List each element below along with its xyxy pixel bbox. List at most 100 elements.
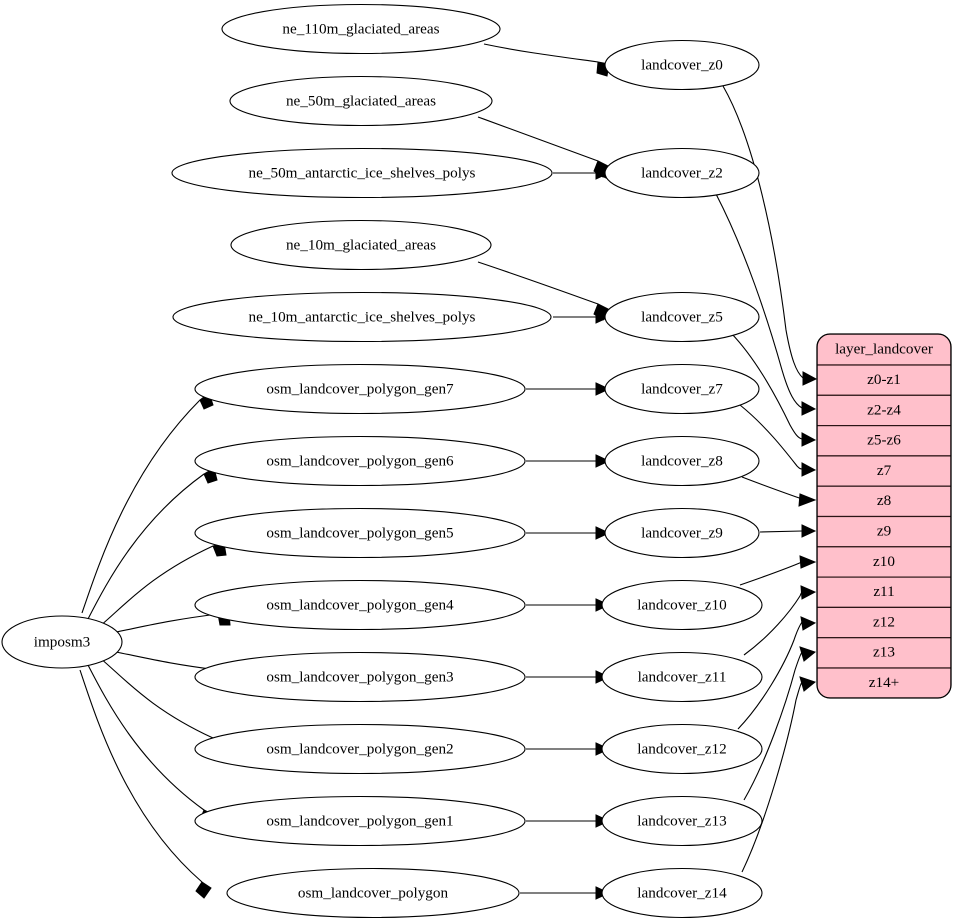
edge-imposm3-to-polygon bbox=[79, 669, 203, 883]
node-landcover_z12[interactable]: landcover_z12 bbox=[601, 723, 763, 775]
table-row-cell-10[interactable] bbox=[817, 667, 951, 698]
node-label: ne_10m_antarctic_ice_shelves_polys bbox=[249, 308, 476, 325]
node-shape[interactable] bbox=[194, 435, 526, 487]
edge-z13-to-row-z13 bbox=[743, 651, 803, 801]
node-ne_50m_antarctic_ice_shelves_polys[interactable]: ne_50m_antarctic_ice_shelves_polys bbox=[171, 147, 553, 199]
node-landcover_z14[interactable]: landcover_z14 bbox=[601, 867, 763, 919]
node-osm_landcover_polygon_gen4[interactable]: osm_landcover_polygon_gen4 bbox=[194, 579, 526, 631]
arrowhead-imposm3-polygon bbox=[195, 881, 212, 899]
node-osm_landcover_polygon_gen2[interactable]: osm_landcover_polygon_gen2 bbox=[194, 723, 526, 775]
edges-osm-to-landcover bbox=[520, 382, 611, 900]
arrowhead-z8-row4 bbox=[798, 493, 817, 507]
node-landcover_z2[interactable]: landcover_z2 bbox=[604, 147, 760, 199]
node-osm_landcover_polygon_gen1[interactable]: osm_landcover_polygon_gen1 bbox=[194, 795, 526, 847]
table-row-label-0: z0-z1 bbox=[867, 371, 901, 388]
table-row-cell-9[interactable] bbox=[817, 637, 951, 669]
node-shape[interactable] bbox=[604, 363, 760, 415]
node-imposm3[interactable]: imposm3 bbox=[1, 615, 123, 669]
edge-z2-to-row-z2z4 bbox=[715, 193, 803, 409]
node-landcover_z8[interactable]: landcover_z8 bbox=[604, 435, 760, 487]
node-landcover_z5[interactable]: landcover_z5 bbox=[604, 291, 760, 343]
node-landcover_z9[interactable]: landcover_z9 bbox=[604, 507, 760, 559]
node-shape[interactable] bbox=[194, 363, 526, 415]
table-row-cell-4[interactable] bbox=[817, 485, 951, 518]
edge-z7-to-row-z7 bbox=[739, 404, 803, 470]
table-row-cell-7[interactable] bbox=[817, 576, 951, 608]
table-row-label-4: z8 bbox=[877, 492, 892, 509]
arrowhead-ne10m-antarctic-z5 bbox=[595, 310, 611, 324]
node-shape[interactable] bbox=[229, 75, 493, 127]
arrowhead-z14-row10 bbox=[799, 676, 817, 692]
node-shape[interactable] bbox=[601, 867, 763, 919]
arrowhead-gen6-z8 bbox=[595, 454, 611, 468]
node-label: imposm3 bbox=[34, 633, 91, 650]
node-landcover_z0[interactable]: landcover_z0 bbox=[604, 39, 760, 91]
node-osm_landcover_polygon_gen6[interactable]: osm_landcover_polygon_gen6 bbox=[194, 435, 526, 487]
table-row-label-10: z14+ bbox=[869, 674, 900, 691]
node-shape[interactable] bbox=[604, 435, 760, 487]
node-label: landcover_z7 bbox=[641, 380, 723, 397]
node-ne_10m_antarctic_ice_shelves_polys[interactable]: ne_10m_antarctic_ice_shelves_polys bbox=[172, 291, 552, 343]
node-shape[interactable] bbox=[604, 147, 760, 199]
node-shape[interactable] bbox=[604, 291, 760, 343]
node-shape[interactable] bbox=[1, 615, 123, 669]
edge-imposm3-to-gen5 bbox=[99, 545, 214, 627]
arrowhead-z7-row3 bbox=[801, 462, 817, 477]
node-label: ne_10m_glaciated_areas bbox=[286, 236, 436, 253]
node-shape[interactable] bbox=[194, 507, 526, 559]
edge-z14-to-row-z14 bbox=[741, 681, 803, 873]
table-row-cell-2[interactable] bbox=[817, 425, 951, 457]
edges-landcover-to-table bbox=[715, 85, 818, 873]
node-label: landcover_z13 bbox=[637, 812, 726, 829]
table-row-cell-5[interactable] bbox=[817, 515, 951, 548]
node-shape[interactable] bbox=[601, 795, 763, 847]
layer-landcover-table[interactable]: layer_landcover z0-z1 z2-z4 z5-z6 z7 z8 … bbox=[816, 333, 952, 699]
arrowhead-gen5-z9 bbox=[595, 526, 611, 540]
table-row-label-5: z9 bbox=[877, 522, 891, 539]
node-osm_landcover_polygon_gen5[interactable]: osm_landcover_polygon_gen5 bbox=[194, 507, 526, 559]
node-shape[interactable] bbox=[194, 723, 526, 775]
node-shape[interactable] bbox=[172, 291, 552, 343]
arrowhead-z11-row7 bbox=[800, 585, 817, 600]
node-shape[interactable] bbox=[601, 579, 763, 631]
edge-z12-to-row-z12 bbox=[737, 621, 803, 730]
arrowhead-z13-row9 bbox=[799, 646, 817, 662]
node-osm_landcover_polygon_gen7[interactable]: osm_landcover_polygon_gen7 bbox=[194, 363, 526, 415]
table-row-cell-1[interactable] bbox=[817, 394, 951, 427]
arrowhead-z2-row1 bbox=[801, 401, 817, 416]
node-shape[interactable] bbox=[226, 867, 520, 919]
node-ne_10m_glaciated_areas[interactable]: ne_10m_glaciated_areas bbox=[230, 219, 492, 271]
node-shape[interactable] bbox=[230, 219, 492, 271]
node-shape[interactable] bbox=[604, 39, 760, 91]
node-label: osm_landcover_polygon_gen2 bbox=[266, 740, 453, 757]
node-label: landcover_z2 bbox=[641, 164, 723, 181]
table-row-label-2: z5-z6 bbox=[867, 432, 901, 449]
node-osm_landcover_polygon_gen3[interactable]: osm_landcover_polygon_gen3 bbox=[194, 651, 526, 703]
node-landcover_z10[interactable]: landcover_z10 bbox=[601, 579, 763, 631]
table-row-cell-3[interactable] bbox=[817, 455, 951, 487]
arrowhead-z10-row6 bbox=[799, 555, 817, 569]
node-label: osm_landcover_polygon_gen4 bbox=[266, 596, 454, 613]
node-shape[interactable] bbox=[601, 723, 763, 775]
node-shape[interactable] bbox=[194, 795, 526, 847]
table-row-cell-6[interactable] bbox=[817, 546, 951, 578]
node-shape[interactable] bbox=[194, 579, 526, 631]
node-shape[interactable] bbox=[601, 651, 763, 703]
node-landcover_z7[interactable]: landcover_z7 bbox=[604, 363, 760, 415]
node-ne_50m_glaciated_areas[interactable]: ne_50m_glaciated_areas bbox=[229, 75, 493, 127]
node-ne_110m_glaciated_areas[interactable]: ne_110m_glaciated_areas bbox=[221, 3, 501, 55]
node-shape[interactable] bbox=[221, 3, 501, 55]
node-shape[interactable] bbox=[171, 147, 553, 199]
node-osm_landcover_polygon[interactable]: osm_landcover_polygon bbox=[226, 867, 520, 919]
node-shape[interactable] bbox=[194, 651, 526, 703]
arrowhead-z12-row8 bbox=[800, 616, 817, 631]
edge-z9-to-row-z9 bbox=[759, 530, 803, 533]
node-label: ne_110m_glaciated_areas bbox=[282, 20, 439, 37]
arrowhead-gen7-z7 bbox=[595, 382, 611, 396]
table-row-label-8: z12 bbox=[873, 613, 895, 630]
node-landcover_z11[interactable]: landcover_z11 bbox=[601, 651, 763, 703]
node-landcover_z13[interactable]: landcover_z13 bbox=[601, 795, 763, 847]
node-label: landcover_z11 bbox=[638, 668, 727, 685]
node-shape[interactable] bbox=[604, 507, 760, 559]
